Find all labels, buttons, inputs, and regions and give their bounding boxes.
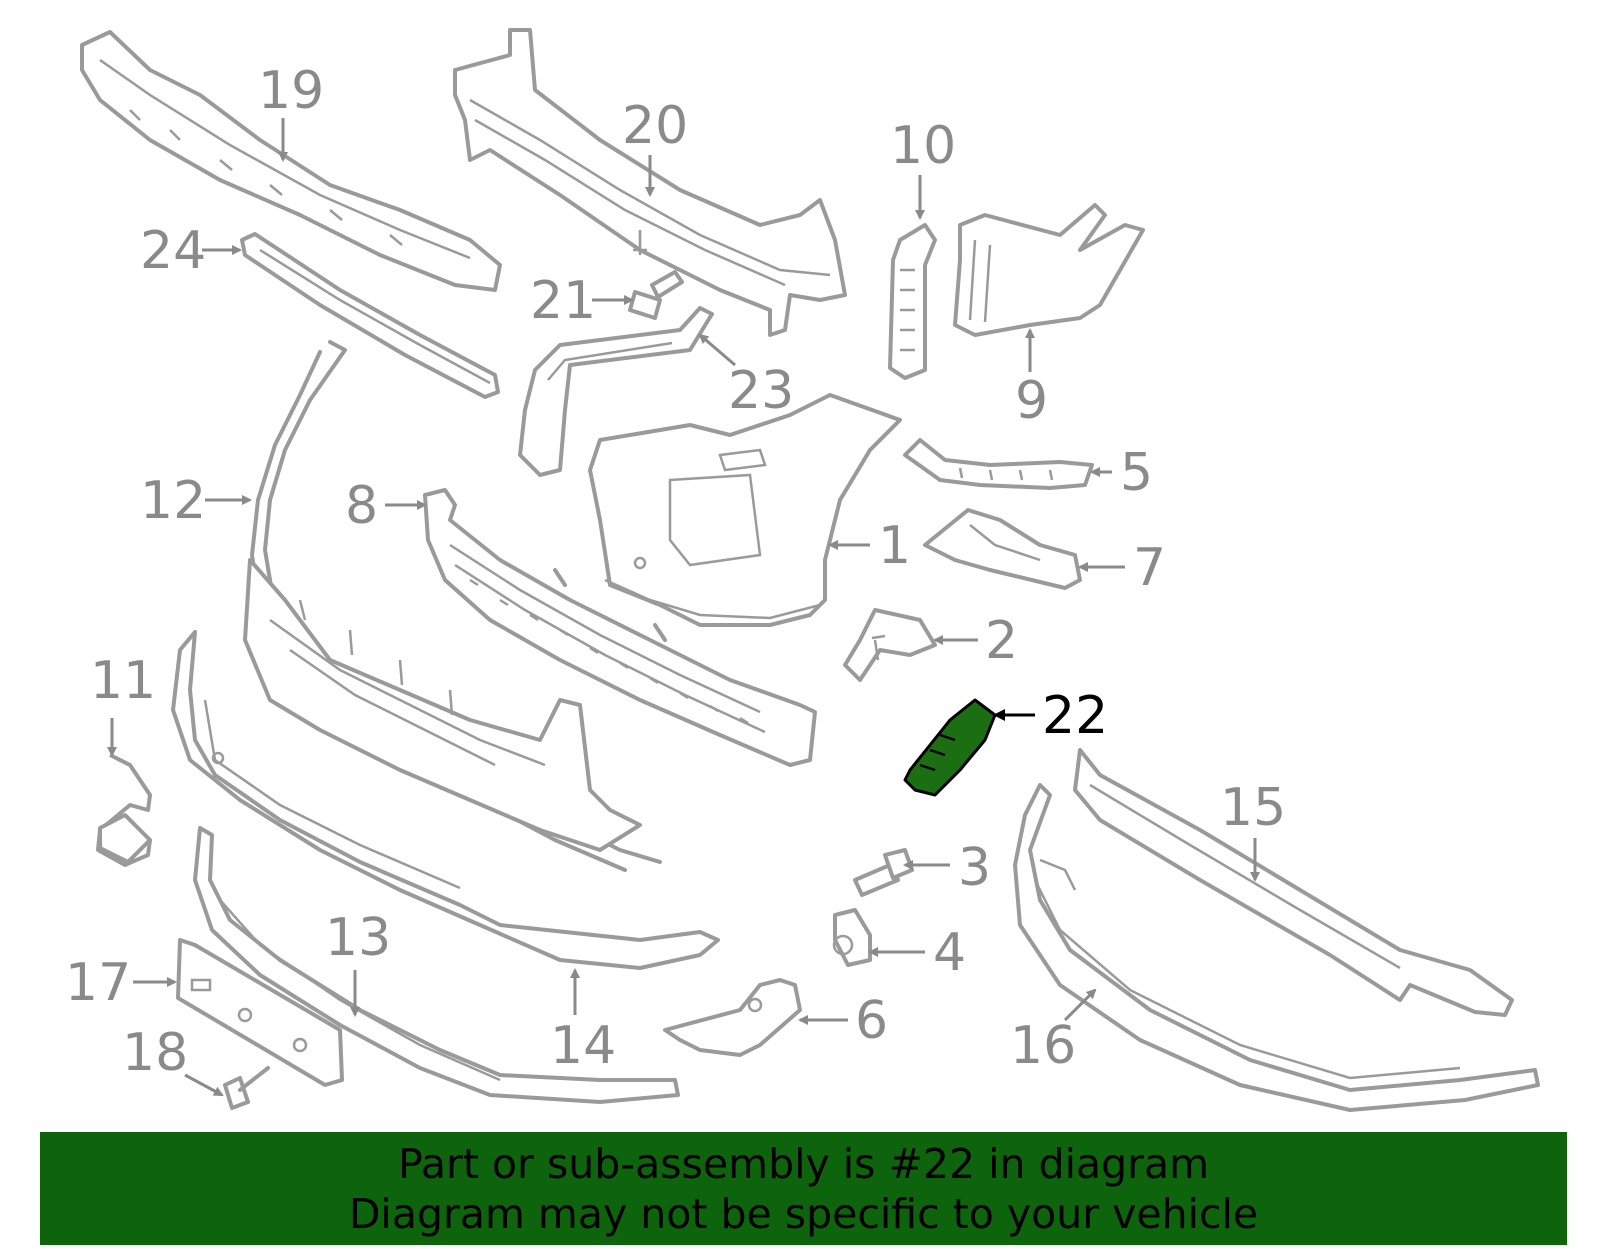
- callout-8: 8: [345, 476, 378, 536]
- callout-7: 7: [1133, 538, 1166, 598]
- part-24-strip: [240, 232, 500, 399]
- callout-3: 3: [958, 838, 991, 898]
- info-banner: Part or sub-assembly is #22 in diagram D…: [40, 1132, 1567, 1245]
- part-16-trim: [1013, 783, 1540, 1112]
- leader-lines: [107, 118, 1260, 1097]
- part-12-frame: [243, 340, 662, 872]
- part-5-bracket: [903, 438, 1094, 490]
- part-14-lower-cover: [171, 630, 720, 970]
- part-11-bracket: [96, 753, 152, 867]
- callout-24: 24: [140, 221, 206, 281]
- part-3-bolt: [853, 848, 914, 897]
- banner-line-1: Part or sub-assembly is #22 in diagram: [397, 1139, 1210, 1188]
- part-13-strip: [193, 826, 680, 1104]
- part-23-bracket: [518, 306, 714, 477]
- callout-17: 17: [65, 953, 131, 1013]
- part-8-grille: [423, 488, 817, 767]
- part-15-trim: [1073, 748, 1514, 1017]
- part-18-pin: [223, 1066, 270, 1110]
- callout-14: 14: [550, 1016, 616, 1076]
- callout-23: 23: [728, 361, 794, 421]
- part-9-bracket: [953, 203, 1145, 337]
- callout-21: 21: [530, 271, 596, 331]
- callout-16: 16: [1010, 1016, 1076, 1076]
- part-4-clip: [832, 908, 872, 967]
- callout-18: 18: [122, 1023, 188, 1083]
- callout-20: 20: [622, 96, 688, 156]
- callout-labels: 19 20 10 24 21 23 9 5 12 8 1 7 2 11 22 1…: [65, 61, 1286, 1083]
- banner-line-2: Diagram may not be specific to your vehi…: [348, 1189, 1259, 1238]
- part-1-cover: [588, 393, 902, 627]
- part-2-bracket: [843, 608, 937, 682]
- callout-9: 9: [1015, 371, 1048, 431]
- callout-22: 22: [1042, 686, 1108, 746]
- part-7-bracket: [923, 508, 1082, 590]
- callout-13: 13: [325, 908, 391, 968]
- part-17-plate: [176, 938, 344, 1087]
- part-22-bracket-highlighted: [903, 698, 997, 797]
- callout-1: 1: [878, 516, 911, 576]
- callout-2: 2: [985, 611, 1018, 671]
- part-21-bolt: [628, 270, 684, 320]
- part-6-bracket: [663, 978, 802, 1057]
- callout-10: 10: [890, 116, 956, 176]
- callout-15: 15: [1220, 778, 1286, 838]
- callout-12: 12: [140, 471, 206, 531]
- callout-19: 19: [258, 61, 324, 121]
- part-10-bracket: [888, 223, 937, 380]
- part-19-absorber: [80, 30, 502, 292]
- callout-11: 11: [90, 651, 156, 711]
- callout-4: 4: [933, 923, 966, 983]
- callout-6: 6: [855, 991, 888, 1051]
- callout-5: 5: [1120, 443, 1153, 503]
